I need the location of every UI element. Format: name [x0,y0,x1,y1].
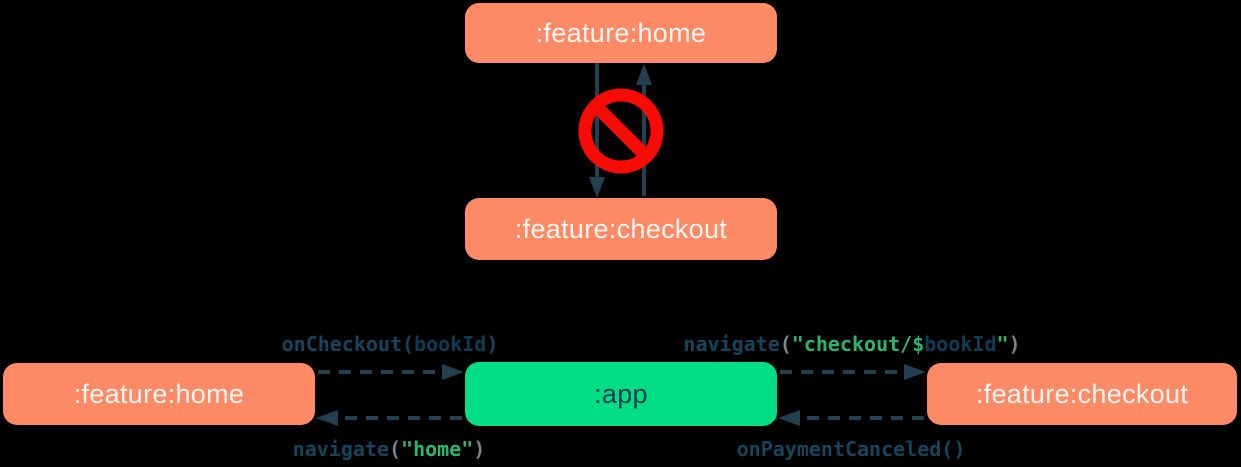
module-box-feature-home-bottom: :feature:home [3,363,315,425]
code-segment: onPaymentCanceled() [736,437,966,461]
code-segment: ( [779,332,792,356]
module-box-app: :app [465,362,777,426]
arrow-home-to-app [318,364,464,380]
edge-label-oncheckout: onCheckout(bookId) [282,331,499,357]
arrow-checkout-to-home [636,64,652,196]
arrow-app-to-checkout [780,364,926,380]
code-segment: onCheckout( [281,332,415,356]
edge-label-navigate-home: navigate("home") [293,436,486,462]
arrow-checkout-to-app [778,410,924,426]
module-label: :app [594,378,648,409]
code-segment: ( [388,437,402,461]
code-segment: ) [473,437,486,461]
code-segment: ) [486,332,499,356]
code-segment: navigate [683,332,780,356]
code-segment: " [996,332,1009,356]
code-segment: "home" [401,437,474,461]
code-segment: "checkout/$ [791,332,925,356]
module-label: :feature:checkout [975,378,1189,409]
edge-label-onpaymentcanceled: onPaymentCanceled() [737,436,966,462]
module-label: :feature:home [535,17,707,48]
module-label: :feature:checkout [514,213,728,244]
module-label: :feature:home [73,378,245,409]
module-box-feature-checkout-top: :feature:checkout [465,198,777,260]
code-segment: ) [1008,332,1021,356]
no-entry-icon [578,88,664,174]
module-box-feature-checkout-bottom: :feature:checkout [927,363,1237,425]
module-box-feature-home-top: :feature:home [465,3,777,63]
code-segment: navigate [292,437,389,461]
code-segment: bookId [924,332,997,356]
edge-label-navigate-checkout: navigate("checkout/$bookId") [683,331,1020,357]
code-segment: bookId [414,332,487,356]
